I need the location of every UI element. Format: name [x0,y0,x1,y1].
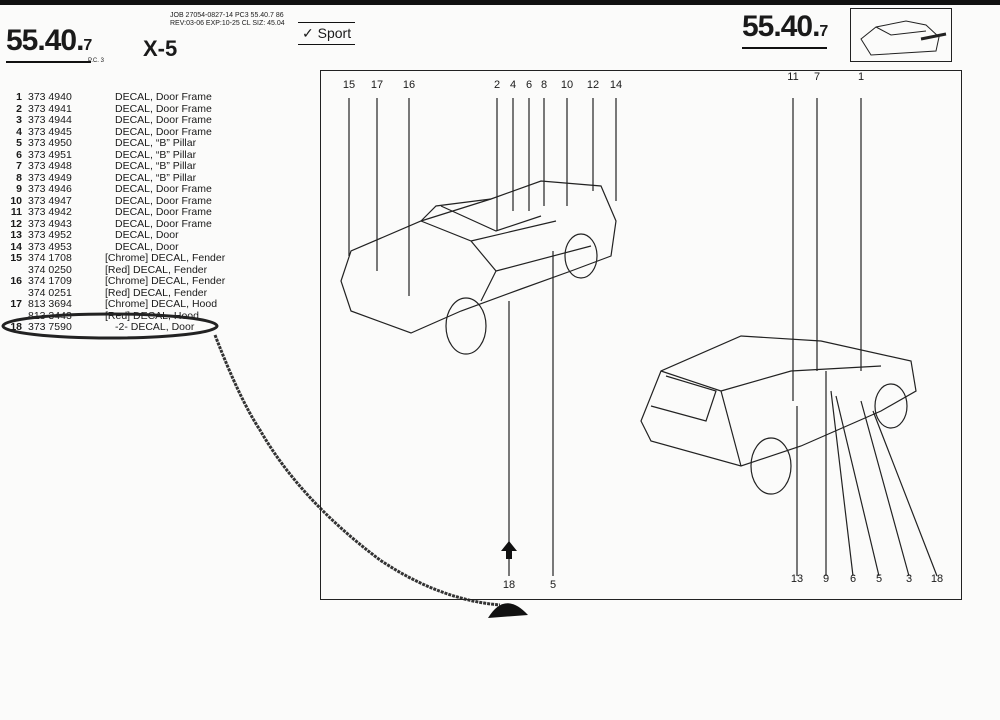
part-number: 373 4944 [28,114,72,126]
item-number: 4 [16,125,22,138]
part-number: 373 7590 [28,321,72,333]
part-description: DECAL, Door Frame [115,91,212,103]
part-description: DECAL, Door Frame [115,114,212,126]
callout-number: 3 [905,573,913,585]
item-number: 7 [16,160,22,172]
item-number: 18 [10,321,22,333]
part-number: 373 4940 [28,91,72,103]
callout-number: 16 [402,79,416,91]
part-number: 373 4952 [28,229,72,241]
item-number: 16 [10,275,22,287]
callout-number: 10 [560,79,574,91]
item-number: 5 [16,137,22,149]
item-number: 11 [10,206,22,218]
part-number: 373 4945 [28,125,72,138]
part-number: 373 4949 [28,171,72,184]
item-number: 13 [10,229,22,241]
part-number: 373 4950 [28,137,72,149]
part-description: DECAL, “B” Pillar [115,171,197,184]
callout-number: 6 [849,573,857,585]
item-number: 8 [16,171,22,184]
callout-number: 15 [342,79,356,91]
scan-edge [0,0,1000,5]
item-number: 15 [10,252,22,264]
item-number: 12 [10,217,22,230]
part-description: [Chrome] DECAL, Fender [105,275,226,287]
part-description: DECAL, Door [115,240,179,253]
part-number: 373 4947 [28,194,72,207]
part-number: 373 4951 [28,148,72,161]
part-number: 374 1709 [28,275,72,287]
car-illustrations [340,98,938,577]
car-thumbnail [850,8,952,62]
part-number: 373 4953 [28,240,72,253]
callout-number: 9 [822,573,830,585]
hand-drawn-arrowhead [488,603,528,618]
callout-number: 6 [525,79,533,91]
arrow-up-icon [501,541,517,559]
part-number: 374 1708 [28,252,72,264]
part-description: [Red] DECAL, Fender [105,263,208,276]
callout-number: 7 [813,71,821,83]
item-number: 6 [16,148,22,161]
callout-number: 2 [493,79,501,91]
callout-number: 11 [787,71,799,83]
callout-number: 4 [509,79,517,91]
part-description: DECAL, Door Frame [115,206,212,218]
part-description: DECAL, Door Frame [115,125,212,138]
part-description: -2- DECAL, Door [115,321,195,333]
part-number: 373 4948 [28,160,72,172]
item-number: 9 [16,183,22,195]
part-description: [Chrome] DECAL, Fender [105,252,226,264]
part-number: 374 0250 [28,263,72,276]
hand-drawn-circle [1,312,219,340]
callout-number: 18 [930,573,944,585]
callout-number: 5 [875,573,883,585]
part-description: DECAL, “B” Pillar [115,148,197,161]
callout-number: 17 [370,79,384,91]
part-number: 373 4946 [28,183,72,195]
part-description: DECAL, Door Frame [115,183,212,195]
item-number: 1 [16,91,22,103]
callout-number: 12 [586,79,600,91]
part-number: 373 4942 [28,206,72,218]
part-description: DECAL, Door [115,229,179,241]
pc-label: P.C. 3 [88,58,104,64]
callout-number: 18 [502,579,516,591]
callout-number: 8 [540,79,548,91]
page-number: 55.40.7 [6,26,92,63]
callout-number: 13 [790,573,804,585]
part-description: DECAL, “B” Pillar [115,137,197,149]
item-number: 2 [16,102,22,115]
item-number: 14 [10,240,22,253]
item-number: 10 [10,194,22,207]
callout-number: 1 [857,71,865,83]
hand-drawn-line [213,334,501,607]
part-number: 373 4943 [28,217,72,230]
part-description: DECAL, Door Frame [115,194,212,207]
part-description: DECAL, “B” Pillar [115,160,197,172]
callout-number: 14 [609,79,623,91]
callout-number: 5 [549,579,557,591]
part-number: 373 4941 [28,102,72,115]
part-description: DECAL, Door Frame [115,217,212,230]
right-page-number: 55.40.7 [742,12,828,49]
sport-badge: ✓ Sport [298,22,356,45]
part-description: DECAL, Door Frame [115,102,212,115]
item-number: 3 [16,114,22,126]
part-description: [Red] DECAL, Fender [105,286,208,299]
part-number: 813 3694 [28,298,72,310]
part-number: 374 0251 [28,286,72,299]
item-number: 17 [10,298,22,310]
part-description: [Chrome] DECAL, Hood [105,298,218,310]
model-label: X-5 [143,36,178,61]
sport-icon: ✓ [302,25,314,41]
